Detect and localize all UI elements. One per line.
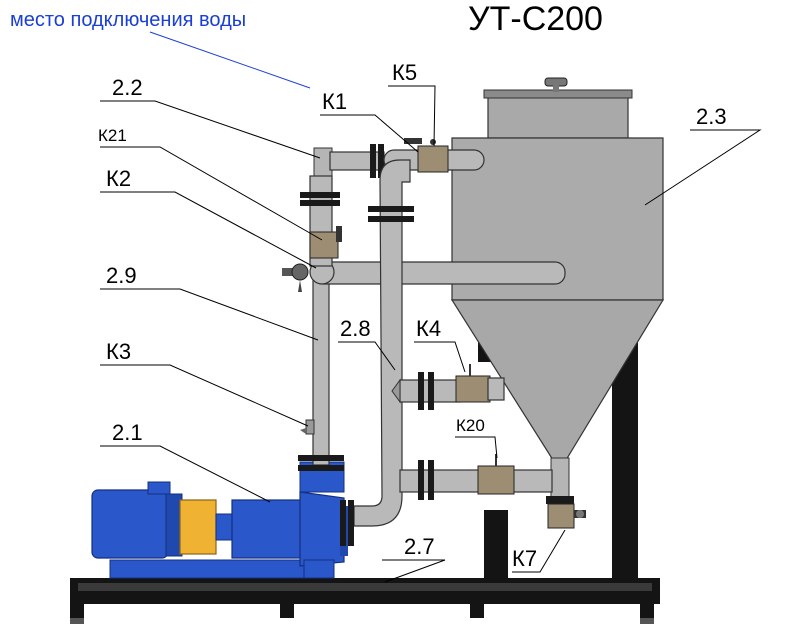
callout-2-7: 2.7 [404, 534, 435, 559]
callout-2-2: 2.2 [112, 75, 143, 100]
valve-k4 [455, 364, 505, 403]
callout-k7: К7 [512, 546, 537, 571]
callout-2-1: 2.1 [112, 420, 143, 445]
water-note-leader [149, 31, 311, 89]
valve-k21 [309, 226, 342, 259]
water-connection-note: место подключения воды [10, 9, 246, 31]
callout-2-8: 2.8 [340, 316, 371, 341]
motor [91, 481, 321, 579]
callout-k4: К4 [416, 316, 441, 341]
leader-lines [100, 85, 762, 583]
callout-2-3: 2.3 [696, 104, 727, 129]
base-frame [70, 578, 660, 624]
diagram-title: УТ-С200 [468, 0, 603, 38]
callout-k20: К20 [456, 416, 485, 435]
callout-k2: К2 [106, 166, 131, 191]
coupling-guard [179, 499, 217, 555]
callout-k1: К1 [322, 89, 347, 114]
valve-k7 [547, 503, 586, 529]
callout-2-9: 2.9 [106, 263, 137, 288]
callout-k21: К21 [98, 126, 127, 145]
valve-k5 [404, 138, 449, 173]
callout-k3: К3 [106, 339, 131, 364]
tap-k3 [300, 419, 315, 435]
hopper-tank [450, 77, 665, 504]
valve-k20 [477, 454, 515, 495]
callout-k5: К5 [392, 60, 417, 85]
